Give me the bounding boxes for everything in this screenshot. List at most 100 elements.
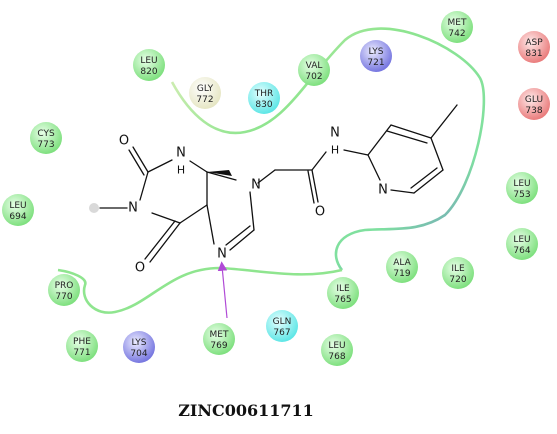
residue-disc (133, 49, 165, 81)
residue-disc (248, 82, 280, 114)
residue-layer: MET742ASP831LYS721LEU820VAL702GLU738GLY7… (2, 11, 550, 366)
residue-disc (266, 310, 298, 342)
ligand-bonds (99, 104, 458, 263)
residue-name: LYS (368, 47, 383, 57)
residue-number: 769 (210, 341, 227, 351)
atom-o-bottom: O (135, 261, 145, 276)
solvent-exposure-marker (89, 203, 99, 213)
residue-number: 770 (55, 292, 72, 302)
residue-number: 830 (255, 100, 272, 110)
residue-disc (321, 334, 353, 366)
atom-nh-top: N (176, 146, 186, 161)
pocket-outline (170, 27, 486, 271)
residue-name: ILE (451, 264, 465, 274)
residue-number: 719 (393, 269, 410, 279)
residue-disc (386, 251, 418, 283)
pocket-outline-lower (57, 266, 343, 314)
residue-number: 764 (513, 246, 530, 256)
ligand-atoms: O N H N O N N O N H N (119, 126, 388, 276)
residue-number: 694 (9, 212, 26, 222)
residue-number: 831 (525, 49, 542, 59)
residue-name: LYS (131, 338, 146, 348)
residue-number: 738 (525, 106, 542, 116)
residue-disc (518, 31, 550, 63)
residue-number: 742 (448, 29, 465, 39)
residue-number: 702 (305, 72, 322, 82)
atom-o-top: O (119, 134, 129, 149)
residue-disc (48, 274, 80, 306)
residue-name: PHE (73, 337, 91, 347)
compound-caption: ZINC00611711 (178, 401, 314, 420)
residue-name: GLN (273, 317, 292, 327)
residue-disc (327, 277, 359, 309)
residue-disc (30, 122, 62, 154)
residue-name: MET (448, 18, 467, 28)
atom-n-methyl: N (128, 201, 138, 216)
residue-name: THR (254, 89, 274, 99)
residue-name: CYS (37, 129, 55, 139)
atom-n-pyridine: N (378, 183, 388, 198)
residue-disc (189, 77, 221, 109)
residue-disc (360, 40, 392, 72)
residue-disc (506, 228, 538, 260)
residue-name: LEU (513, 235, 530, 245)
atom-nh-amide: N (330, 126, 340, 141)
residue-disc (518, 88, 550, 120)
atom-h-amide: H (331, 144, 339, 157)
hbond-arrow (217, 261, 228, 319)
residue-disc (298, 54, 330, 86)
residue-number: 773 (37, 140, 54, 150)
residue-name: MET (210, 330, 229, 340)
residue-name: ASP (525, 38, 543, 48)
residue-number: 772 (196, 95, 213, 105)
residue-name: LEU (9, 201, 26, 211)
residue-disc (441, 11, 473, 43)
residue-number: 767 (273, 328, 290, 338)
atom-n-imidazole-bottom: N (217, 247, 227, 262)
residue-number: 771 (73, 348, 90, 358)
residue-name: PRO (55, 281, 74, 291)
residue-disc (506, 172, 538, 204)
residue-name: ALA (393, 258, 411, 268)
atom-h-top: H (177, 164, 185, 177)
residue-number: 721 (367, 58, 384, 68)
residue-name: LEU (140, 56, 157, 66)
residue-disc (203, 323, 235, 355)
residue-number: 765 (334, 295, 351, 305)
residue-disc (66, 330, 98, 362)
atom-o-amide: O (315, 205, 325, 220)
residue-name: LEU (513, 179, 530, 189)
residue-disc (123, 331, 155, 363)
residue-number: 820 (140, 67, 157, 77)
residue-disc (2, 194, 34, 226)
atom-n-imidazole-right: N (251, 178, 261, 193)
residue-number: 704 (130, 349, 147, 359)
residue-number: 768 (328, 352, 345, 362)
wedge-bond (207, 170, 232, 176)
residue-number: 720 (449, 275, 466, 285)
residue-name: GLY (197, 84, 214, 94)
residue-name: LEU (328, 341, 345, 351)
residue-disc (442, 257, 474, 289)
residue-name: GLU (525, 95, 543, 105)
